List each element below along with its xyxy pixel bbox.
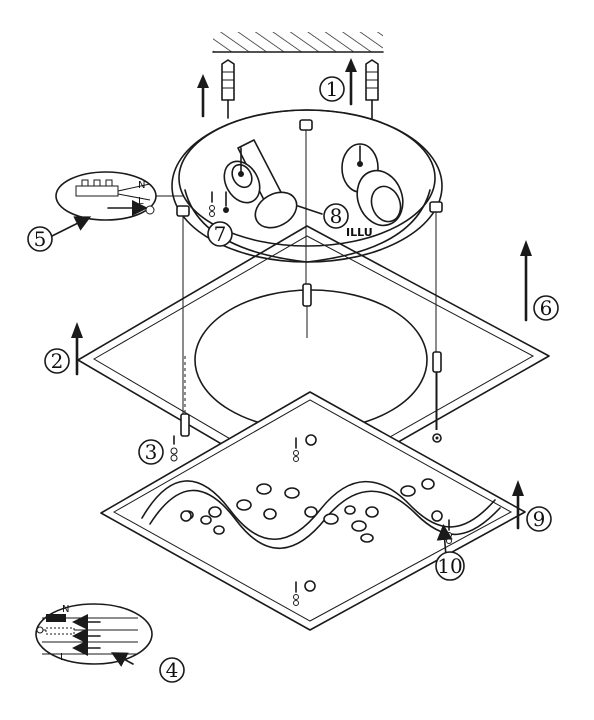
- screw-set-icon: [209, 191, 229, 217]
- callout-6: 6: [533, 295, 559, 321]
- neutral-label: N: [138, 180, 145, 191]
- callout-number: 6: [540, 296, 553, 320]
- callout-4: 4: [159, 657, 185, 683]
- washer-icon: [432, 433, 442, 443]
- wall-plug-left: [221, 59, 235, 119]
- callout-number: 2: [51, 349, 64, 373]
- arrow-up-icon: [512, 480, 524, 530]
- glass-shade-panel: [100, 391, 526, 631]
- screw-icon: [176, 205, 190, 217]
- standoff-icon: [302, 283, 312, 338]
- fixing-clip-icon: [293, 434, 317, 462]
- lamp-mark-text: ILLU: [346, 226, 373, 239]
- arrow-up-icon: [345, 58, 357, 106]
- callout-number: 1: [326, 77, 339, 101]
- callout-1: 1: [319, 76, 345, 102]
- wiring-detail-top: N L: [55, 171, 184, 221]
- standoff-icon: [180, 413, 190, 437]
- live-label: L: [60, 652, 66, 663]
- callout-number: 10: [437, 554, 462, 578]
- callout-3: 3: [138, 439, 164, 465]
- standoff-icon: [432, 351, 442, 430]
- screw-set-icon: [170, 435, 178, 462]
- callout-10: 10: [435, 551, 465, 581]
- fixing-clip-icon: [180, 510, 192, 522]
- callout-8: 8: [323, 203, 349, 229]
- suspension-rods: [182, 138, 437, 430]
- fixing-clip-icon: [293, 580, 316, 606]
- callout-number: 5: [34, 227, 47, 251]
- callout-number: 7: [214, 222, 227, 246]
- callout-5: 5: [27, 226, 53, 252]
- bulb-socket-left: [223, 139, 298, 229]
- wiring-detail-bottom: N L: [35, 603, 153, 665]
- ceiling: [212, 32, 384, 53]
- callout-9: 9: [526, 506, 552, 532]
- arrow-up-icon: [197, 74, 209, 118]
- neutral-label: N: [62, 604, 69, 615]
- arrow-up-icon: [520, 240, 532, 322]
- callout-number: 3: [145, 440, 158, 464]
- bulb-socket-right: [341, 143, 404, 227]
- screw-icon: [429, 201, 443, 213]
- callout-number: 9: [533, 507, 546, 531]
- callout-7: 7: [207, 221, 233, 247]
- arrow-up-icon: [71, 322, 83, 376]
- live-label: L: [138, 196, 144, 207]
- callout-2: 2: [44, 348, 70, 374]
- callout-number: 4: [166, 658, 179, 682]
- screw-icon: [299, 119, 313, 138]
- lamp-mark: ILLU: [297, 205, 373, 239]
- callout-number: 8: [330, 204, 343, 228]
